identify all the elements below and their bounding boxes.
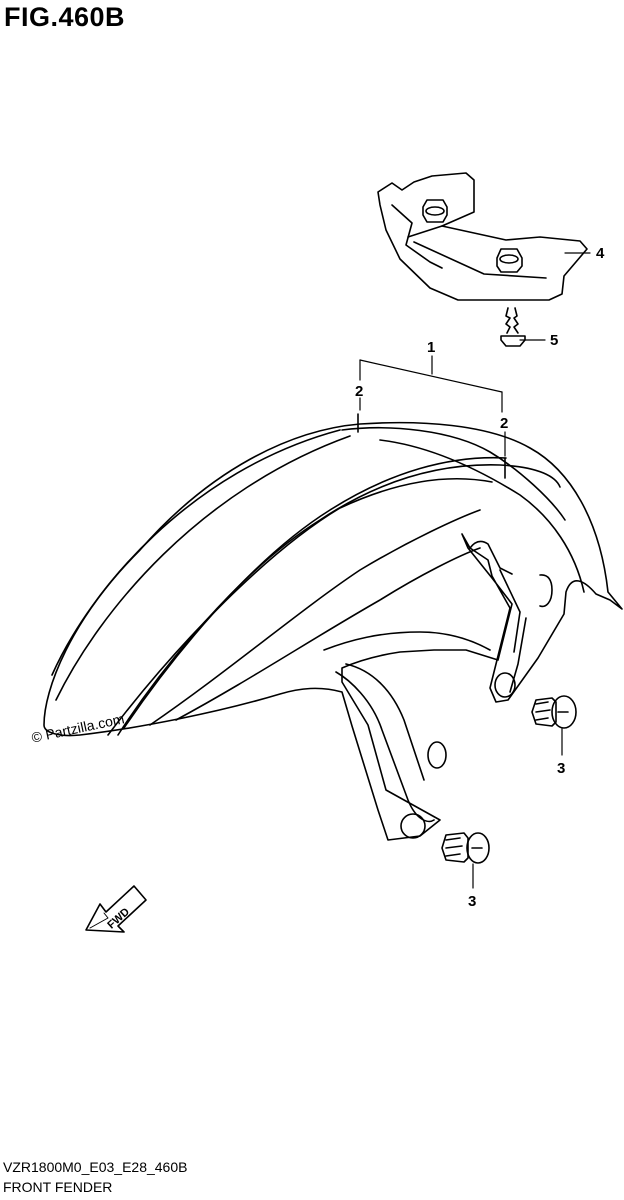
diagram-code: VZR1800M0_E03_E28_460B [3,1159,188,1175]
fwd-arrow-icon [85,885,147,933]
figure-title: FIG.460B [4,2,126,32]
bolt-lower-part [441,832,490,864]
callout-4: 4 [596,245,605,262]
callout-1: 1 [427,339,435,356]
bolt-upper-part [531,695,577,729]
callout-5: 5 [550,332,558,349]
fender-part [43,413,623,841]
diagram-caption: FRONT FENDER [3,1179,113,1195]
callout-2-left: 2 [355,383,363,400]
callout-3-upper: 3 [557,760,565,777]
bracket-part [377,172,588,301]
callout-2-right: 2 [500,415,508,432]
screw-part [500,307,526,347]
callout-leaders [359,252,591,889]
callout-3-lower: 3 [468,893,476,910]
